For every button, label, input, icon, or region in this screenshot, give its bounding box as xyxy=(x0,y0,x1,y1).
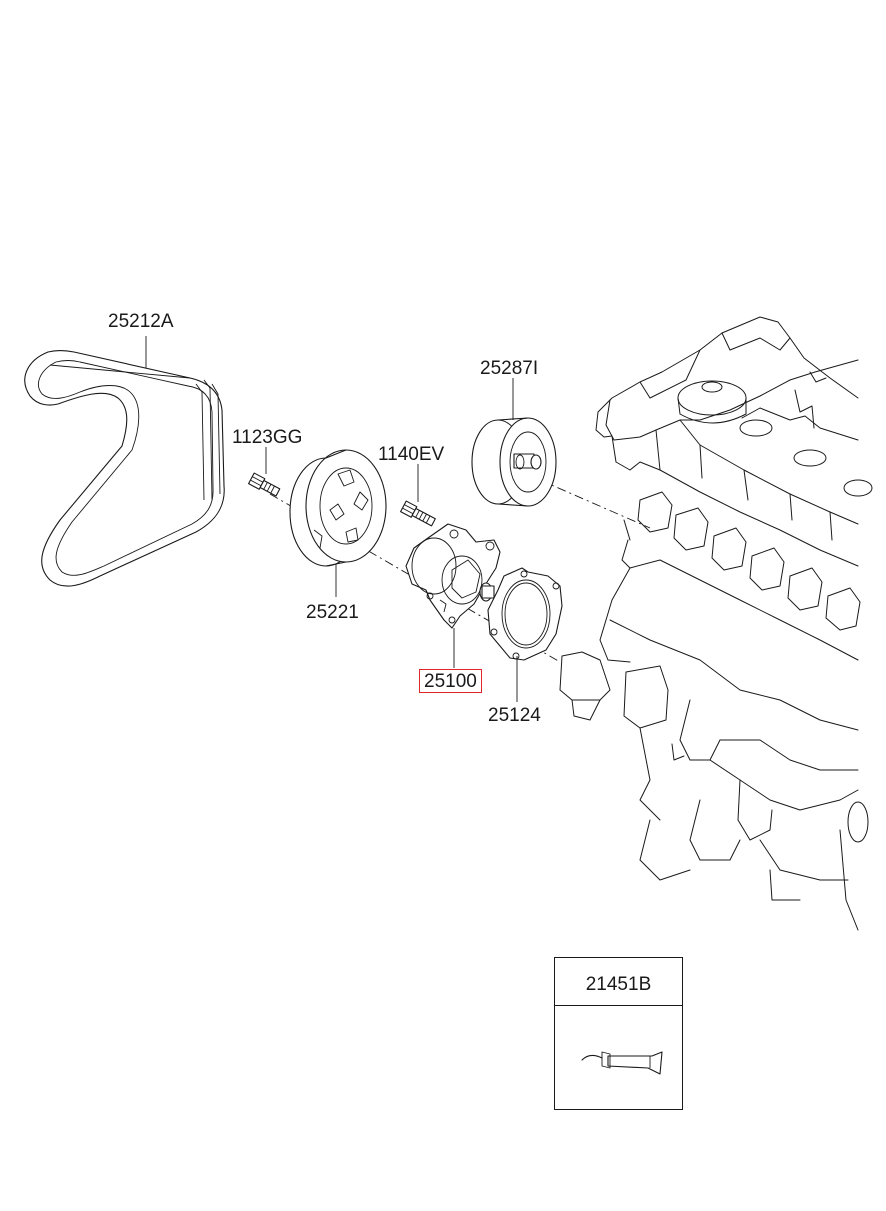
legend-divider xyxy=(555,1005,682,1006)
engine-block xyxy=(559,316,873,931)
belt-drawing xyxy=(24,349,225,587)
bolt-drawing-2 xyxy=(400,500,436,527)
part-label-bolt-1[interactable]: 1123GG xyxy=(232,427,303,448)
part-label-bolt-2[interactable]: 1140EV xyxy=(378,444,445,465)
part-label-belt[interactable]: 25212A xyxy=(108,311,174,332)
idler-drawing xyxy=(471,417,557,507)
legend-part-label[interactable]: 21451B xyxy=(585,974,652,995)
part-label-idler[interactable]: 25287I xyxy=(480,358,539,379)
sealant-tube-icon xyxy=(581,1051,663,1075)
gasket-drawing xyxy=(487,567,563,661)
legend-box: 21451B xyxy=(554,957,683,1110)
part-label-water-pump[interactable]: 25100 xyxy=(419,669,482,693)
part-label-gasket[interactable]: 25124 xyxy=(488,705,541,726)
idler-axis-line xyxy=(539,479,651,529)
bolt-drawing-1 xyxy=(248,472,281,497)
pulley-drawing xyxy=(289,449,387,567)
leader-lines xyxy=(145,336,518,702)
part-label-pulley[interactable]: 25221 xyxy=(306,602,359,623)
water-pump-drawing xyxy=(405,523,501,629)
